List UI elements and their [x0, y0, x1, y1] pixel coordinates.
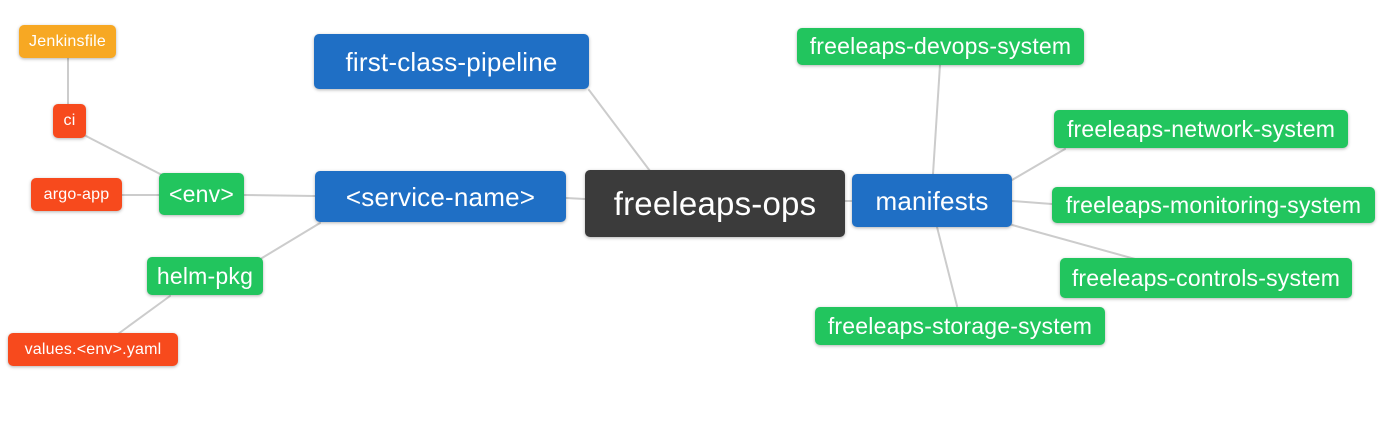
node-label: first-class-pipeline	[345, 46, 558, 77]
edge-manifests-to-freeleaps-monitoring-system	[1011, 200, 1053, 205]
edge-first-class-pipeline-to-freeleaps-ops	[588, 89, 651, 172]
edge-service-name-to-freeleaps-ops	[565, 197, 586, 200]
node-jenkinsfile[interactable]: Jenkinsfile	[19, 25, 116, 58]
node-argo-app[interactable]: argo-app	[31, 178, 122, 211]
node-ci[interactable]: ci	[53, 104, 86, 138]
node-label: freeleaps-network-system	[1066, 115, 1336, 142]
node-values-env-yaml[interactable]: values.<env>.yaml	[8, 333, 178, 366]
node-freeleaps-monitoring-system[interactable]: freeleaps-monitoring-system	[1052, 187, 1375, 223]
edge-values-env-yaml-to-helm-pkg	[117, 295, 171, 335]
node-freeleaps-ops[interactable]: freeleaps-ops	[585, 170, 845, 237]
node-manifests[interactable]: manifests	[852, 174, 1012, 227]
node-first-class-pipeline[interactable]: first-class-pipeline	[314, 34, 589, 89]
node-label: <service-name>	[345, 181, 536, 212]
node-label: manifests	[875, 185, 989, 216]
edge-manifests-to-freeleaps-devops-system	[932, 64, 941, 175]
node-label: freeleaps-controls-system	[1071, 264, 1341, 291]
node-label: Jenkinsfile	[29, 32, 106, 50]
edge-manifests-to-freeleaps-controls-system	[1004, 222, 1136, 260]
node-label: ci	[63, 112, 76, 129]
node-service-name[interactable]: <service-name>	[315, 171, 566, 222]
node-label: values.<env>.yaml	[24, 340, 162, 358]
node-freeleaps-devops-system[interactable]: freeleaps-devops-system	[797, 28, 1084, 65]
edge-manifests-to-freeleaps-network-system	[1011, 148, 1066, 181]
edge-manifests-to-freeleaps-storage-system	[936, 226, 958, 307]
node-freeleaps-controls-system[interactable]: freeleaps-controls-system	[1060, 258, 1352, 298]
node-freeleaps-storage-system[interactable]: freeleaps-storage-system	[815, 307, 1105, 345]
node-label: <env>	[169, 180, 234, 207]
node-helm-pkg[interactable]: helm-pkg	[147, 257, 263, 295]
node-label: freeleaps-ops	[613, 185, 817, 222]
node-label: helm-pkg	[156, 262, 254, 289]
node-label: freeleaps-devops-system	[809, 33, 1072, 59]
node-label: argo-app	[43, 185, 110, 203]
node-label: freeleaps-storage-system	[827, 312, 1093, 339]
node-label: freeleaps-monitoring-system	[1065, 191, 1362, 218]
edge-env-to-service-name	[243, 194, 316, 197]
node-freeleaps-network-system[interactable]: freeleaps-network-system	[1054, 110, 1348, 148]
edge-helm-pkg-to-service-name	[261, 222, 321, 259]
edge-ci-to-env	[83, 134, 163, 176]
node-env[interactable]: <env>	[159, 173, 244, 215]
